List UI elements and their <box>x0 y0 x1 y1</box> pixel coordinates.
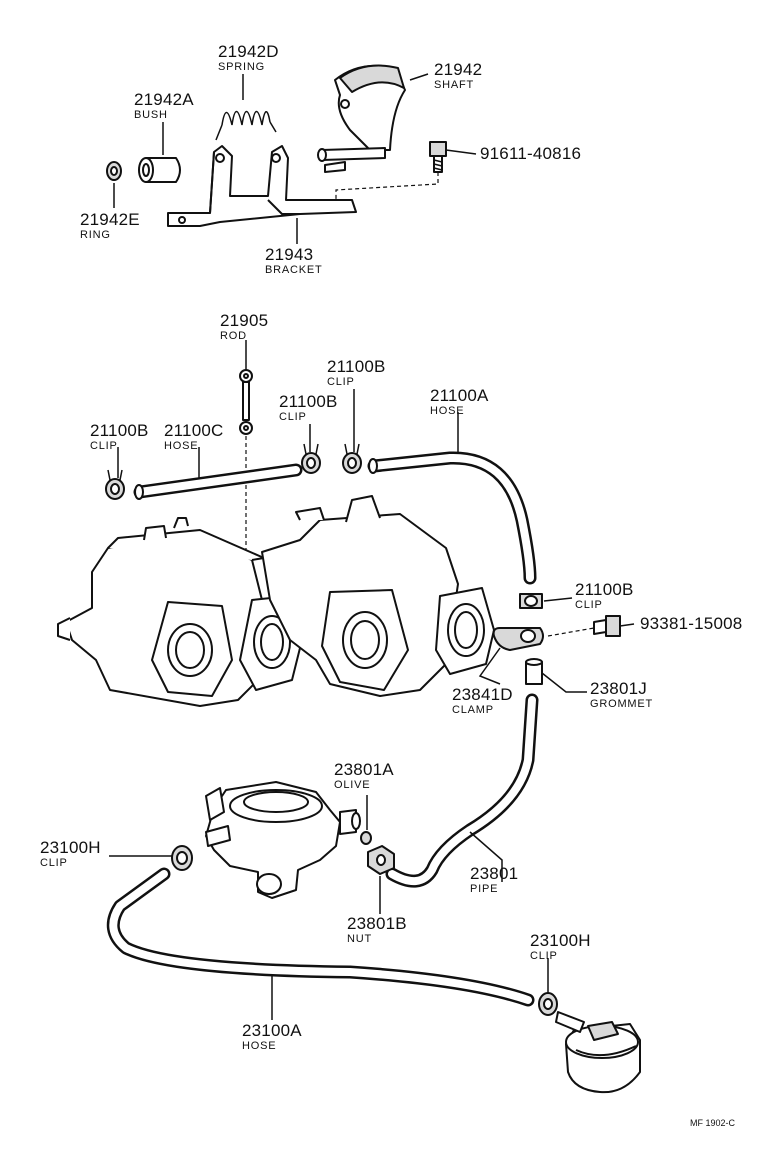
label-21943: 21943 BRACKET <box>265 245 323 276</box>
clip-drawing-2 <box>301 443 321 474</box>
bush-drawing <box>138 157 181 183</box>
part-number: 23801 <box>470 864 518 883</box>
part-name: OLIVE <box>334 779 370 791</box>
nut-23801b-drawing <box>367 845 395 875</box>
label-21100c: 21100C HOSE <box>164 421 224 452</box>
figure-code: MF 1902-C <box>690 1118 736 1128</box>
part-number: 23801A <box>334 760 394 779</box>
part-name: SPRING <box>218 61 265 73</box>
part-number: 23100A <box>242 1021 302 1040</box>
label-21942: 21942 SHAFT <box>434 60 482 91</box>
label-23841d: 23841D CLAMP <box>452 685 513 716</box>
part-name: NUT <box>347 933 372 945</box>
spring-drawing <box>215 110 277 141</box>
carburetor-left-drawing <box>57 517 303 707</box>
part-number: 21943 <box>265 245 313 264</box>
clip-drawing-3 <box>342 443 362 474</box>
label-91611-40816: 91611-40816 <box>480 144 581 163</box>
part-number: 23100H <box>40 838 101 857</box>
olive-23801a-drawing <box>360 831 372 845</box>
leader-lines <box>109 73 635 1020</box>
part-number: 93381-15008 <box>640 614 742 633</box>
grommet-23801j-drawing <box>525 658 543 685</box>
part-number: 21100A <box>430 386 489 405</box>
label-21905: 21905 ROD <box>220 311 268 342</box>
part-name: CLIP <box>40 857 68 869</box>
label-21100b-left: 21100B CLIP <box>90 421 149 452</box>
part-number: 21100B <box>90 421 149 440</box>
label-23801b: 23801B NUT <box>347 914 407 945</box>
part-number: 21100C <box>164 421 224 440</box>
label-23801a: 23801A OLIVE <box>334 760 394 791</box>
hose-21100c-drawing <box>133 463 303 500</box>
part-name: HOSE <box>164 440 198 452</box>
part-name: CLAMP <box>452 704 494 716</box>
shaft-drawing <box>317 64 406 173</box>
bolt-guide-line <box>335 172 439 200</box>
clip-23100h-upper-drawing <box>171 845 193 871</box>
part-number: 21942A <box>134 90 194 109</box>
part-number: 21942D <box>218 42 279 61</box>
part-number: 21942 <box>434 60 482 79</box>
part-number: 23801J <box>590 679 647 698</box>
label-21100b-top: 21100B CLIP <box>327 357 386 388</box>
rod-drawing <box>239 369 253 435</box>
part-name: SHAFT <box>434 79 474 91</box>
hose-23100a-drawing <box>106 867 535 1007</box>
part-name: HOSE <box>430 405 464 417</box>
part-number: 21905 <box>220 311 268 330</box>
part-number: 21100B <box>327 357 386 376</box>
clip-drawing-4 <box>519 593 543 609</box>
part-name: PIPE <box>470 883 498 895</box>
part-number: 21100B <box>575 580 634 599</box>
bolt-93381-drawing <box>593 615 621 637</box>
part-name: HOSE <box>242 1040 276 1052</box>
part-name: CLIP <box>327 376 355 388</box>
part-name: GROMMET <box>590 698 653 710</box>
clamp-23841d-drawing <box>492 627 544 651</box>
label-21942d: 21942D SPRING <box>218 42 279 73</box>
fuel-filter-drawing <box>555 1011 641 1094</box>
part-number: 21100B <box>279 392 338 411</box>
bolt-91611-drawing <box>429 141 447 173</box>
label-23100h-right: 23100H CLIP <box>530 931 591 962</box>
part-name: CLIP <box>530 950 558 962</box>
clamp-bolt-guide <box>547 627 595 637</box>
part-number: 23100H <box>530 931 591 950</box>
part-name: RING <box>80 229 111 241</box>
part-name: CLIP <box>90 440 118 452</box>
part-number: 91611-40816 <box>480 144 581 163</box>
label-21942a: 21942A BUSH <box>134 90 194 121</box>
label-21100b-mid: 21100B CLIP <box>279 392 338 423</box>
bracket-drawing <box>167 145 357 227</box>
carburetor-right-drawing <box>261 495 495 697</box>
label-23100a: 23100A HOSE <box>242 1021 302 1052</box>
label-21100a: 21100A HOSE <box>430 386 489 417</box>
label-21100b-right: 21100B CLIP <box>575 580 634 611</box>
ring-drawing <box>106 161 122 181</box>
part-number: 21942E <box>80 210 140 229</box>
label-93381-15008: 93381-15008 <box>640 614 742 633</box>
part-number: 23801B <box>347 914 407 933</box>
label-23801: 23801 PIPE <box>470 864 518 895</box>
label-23801j: 23801J GROMMET <box>590 679 653 710</box>
part-name: BUSH <box>134 109 168 121</box>
part-name: ROD <box>220 330 247 342</box>
label-23100h-left: 23100H CLIP <box>40 838 101 869</box>
pipe-23801-drawing <box>385 693 539 888</box>
fuel-pump-drawing <box>205 781 361 899</box>
part-number: 23841D <box>452 685 513 704</box>
part-name: CLIP <box>575 599 603 611</box>
clip-23100h-lower-drawing <box>538 992 558 1016</box>
clip-drawing-1 <box>105 469 125 500</box>
label-21942e: 21942E RING <box>80 210 140 241</box>
part-name: CLIP <box>279 411 307 423</box>
hose-21100a-drawing <box>367 451 537 585</box>
part-name: BRACKET <box>265 264 323 276</box>
